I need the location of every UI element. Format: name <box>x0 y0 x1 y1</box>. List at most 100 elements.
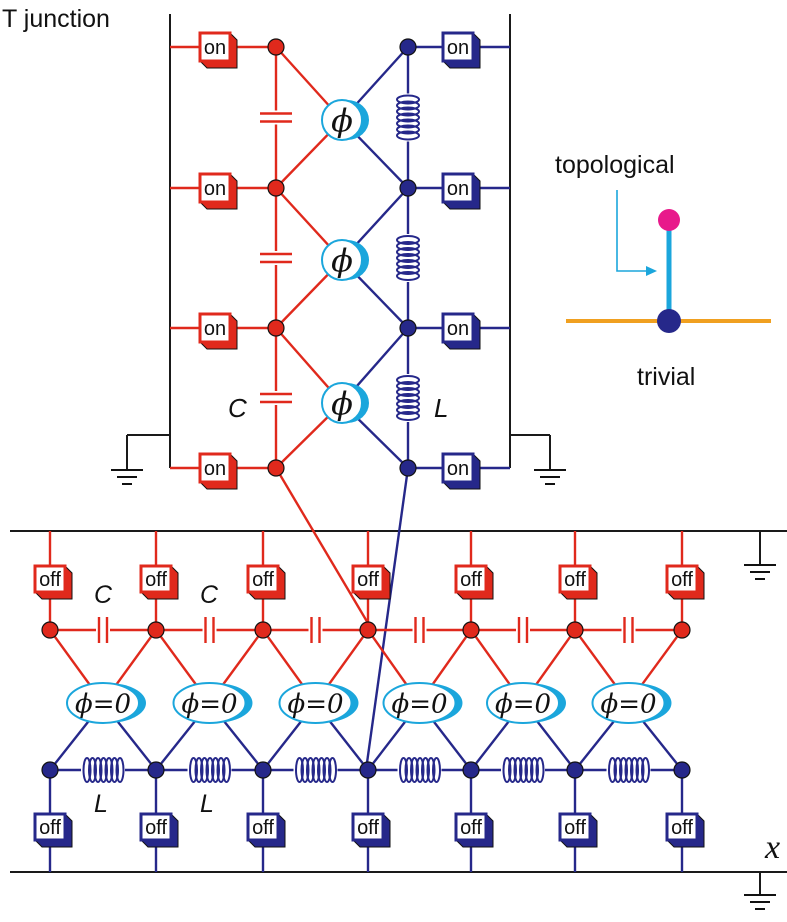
switch-face <box>454 812 488 842</box>
capacitor <box>258 110 294 125</box>
ground-symbol <box>744 894 776 910</box>
phase-label: ϕ <box>331 385 353 423</box>
switch-label: on <box>204 458 226 480</box>
switch-face <box>33 564 67 594</box>
inductor-coil <box>624 757 634 783</box>
inductor-coil <box>88 757 97 783</box>
red-node <box>566 621 584 639</box>
switch-off: off <box>351 564 391 600</box>
inductor-coil <box>104 757 114 783</box>
inductor-coil <box>396 393 420 403</box>
phase-legend: topological trivial <box>555 151 771 391</box>
phase-face <box>321 382 363 424</box>
inductor <box>293 756 338 784</box>
ground-symbol <box>744 564 776 580</box>
capacitor <box>202 616 217 644</box>
trivial-point <box>657 309 681 333</box>
inductor-coil <box>396 411 420 421</box>
inductor-coil <box>502 757 512 783</box>
switch-face <box>558 564 592 594</box>
inductor <box>394 234 422 282</box>
switch-label: on <box>447 318 469 340</box>
red-node <box>359 621 377 639</box>
phase-zero-element: ϕ=0 <box>382 682 463 724</box>
inductor-coil <box>396 118 420 129</box>
switch-face <box>139 812 173 842</box>
switch-face <box>139 564 173 594</box>
phase-zero-element: ϕ=0 <box>486 682 566 724</box>
inductor-coil <box>295 757 304 783</box>
inductor-coil <box>613 757 623 783</box>
circuit-nodes <box>41 38 691 779</box>
switch-on: on <box>198 312 238 350</box>
switch-on: on <box>198 452 238 490</box>
inductor-coil <box>635 757 645 783</box>
phase-face <box>66 682 140 724</box>
switch-face <box>665 812 699 842</box>
switch-on: on <box>441 172 481 210</box>
switch-off: off <box>351 812 391 848</box>
inductor-label-top: L <box>434 393 448 423</box>
switch-face <box>558 812 592 842</box>
switch-face <box>441 312 475 344</box>
x-axis-label: x <box>764 829 780 866</box>
switch-label: off <box>460 569 482 591</box>
blue-node <box>399 179 417 197</box>
inductor-label-chain-2: L <box>200 790 214 818</box>
red-node <box>254 621 272 639</box>
switch-label: off <box>145 569 167 591</box>
inductor-coil <box>396 253 420 263</box>
inductor-coil <box>328 757 337 783</box>
inductor-coil <box>432 757 441 783</box>
inductor-coil <box>82 757 92 783</box>
inductor-coil <box>322 757 332 783</box>
switch-off: off <box>558 564 598 600</box>
inductor-coil <box>641 757 650 783</box>
inductor-coil <box>396 375 420 385</box>
phase-face <box>172 682 247 724</box>
blue-node <box>399 459 417 477</box>
inductor-coil <box>508 757 517 783</box>
red-node <box>462 621 480 639</box>
legend-topological: topological <box>555 151 675 179</box>
phase-label: ϕ=0 <box>495 689 551 719</box>
inductor-coil <box>216 757 226 783</box>
red-node <box>147 621 165 639</box>
inductor-coil <box>396 130 420 141</box>
switch-face <box>246 812 280 842</box>
legend-trivial: trivial <box>637 363 695 391</box>
capacitor-label-top: C <box>228 393 247 423</box>
capacitor <box>412 616 427 644</box>
switch-label: off <box>564 569 586 591</box>
blue-junction-link <box>364 467 410 771</box>
inductor-coil <box>396 381 420 391</box>
inductor-coil <box>99 757 108 783</box>
inductor-coil <box>222 757 231 783</box>
phase-face <box>278 682 353 724</box>
inductor-coil <box>306 757 315 783</box>
switch-on: on <box>198 31 238 69</box>
inductor-coil <box>396 271 420 281</box>
switch-off: off <box>454 812 494 848</box>
phase-zero-element: ϕ=0 <box>66 682 146 724</box>
inductor-coil <box>311 757 321 783</box>
phase-element: ϕ <box>321 239 369 281</box>
inductor <box>81 756 125 784</box>
switch-off: off <box>665 812 705 848</box>
blue-node <box>673 761 691 779</box>
switch-off: off <box>33 564 73 600</box>
inductor-coil <box>410 757 419 783</box>
inductor-coil <box>535 757 545 783</box>
switch-label: on <box>204 178 226 200</box>
inductor <box>606 756 651 784</box>
phase-zero-element: ϕ=0 <box>278 682 359 724</box>
switch-face <box>665 564 699 594</box>
red-junction-link <box>274 467 374 631</box>
inductor-coil <box>396 265 420 275</box>
capacitor <box>258 391 294 405</box>
inductor-coil <box>524 757 534 783</box>
capacitor <box>621 616 636 644</box>
inductor-coil <box>396 259 420 269</box>
inductor-coil <box>415 757 425 783</box>
